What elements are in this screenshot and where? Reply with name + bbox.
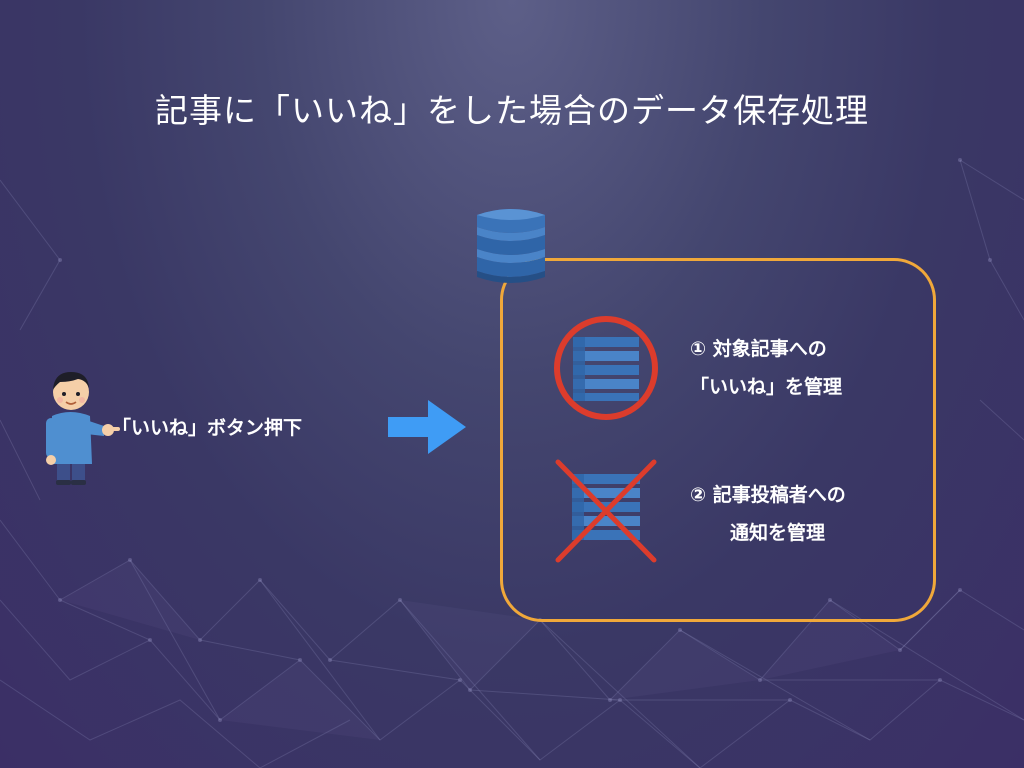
cross-ng-icon	[555, 459, 657, 563]
slide-title: 記事に「いいね」をした場合のデータ保存処理	[155, 91, 869, 130]
store-item-line1: ① 対象記事への	[690, 338, 827, 360]
data-store-container	[500, 258, 936, 622]
table-rows-icon	[572, 474, 640, 540]
like-button-press-label: 「いいね」ボタン押下	[112, 417, 303, 439]
store-item-line2: 通知を管理	[730, 522, 826, 544]
table-icon-managed	[554, 316, 658, 420]
arrow-right-icon	[388, 400, 466, 454]
store-item-line2: 「いいね」を管理	[690, 376, 843, 398]
person-pointing-icon	[46, 372, 120, 485]
table-icon-not-managed	[555, 459, 657, 563]
store-item-notification-management: ② 記事投稿者への 通知を管理	[690, 476, 846, 552]
table-rows-icon	[573, 337, 639, 401]
store-item-like-management: ① 対象記事への 「いいね」を管理	[690, 330, 842, 406]
circle-ok-icon	[554, 316, 658, 420]
database-icon	[477, 209, 545, 283]
store-item-line1: ② 記事投稿者への	[690, 484, 846, 506]
